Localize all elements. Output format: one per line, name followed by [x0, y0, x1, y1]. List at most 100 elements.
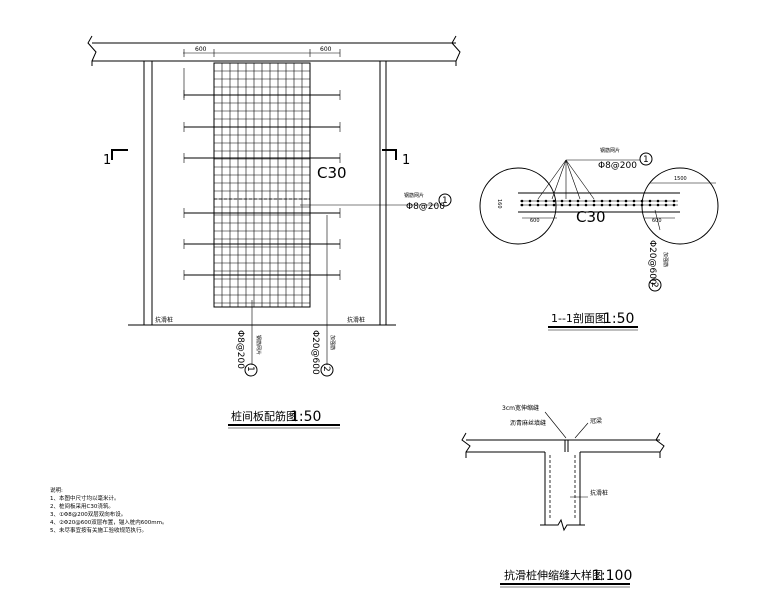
beam-label: 冠梁	[590, 417, 602, 425]
callout-circle	[438, 193, 452, 207]
plan-scale: 1:50	[290, 409, 321, 425]
break-line-right	[451, 35, 461, 66]
rebar-dot	[552, 203, 556, 207]
section-marker-right	[382, 149, 397, 160]
plan-bottom-mesh-spec: Φ8@200	[235, 330, 245, 369]
rebar-dot	[520, 203, 524, 207]
plan-view: 600 600 C30 钢筋网片 Φ8@200 1 1 1 抗滑桩 抗滑桩	[87, 35, 461, 429]
joint-scale: 1:100	[592, 568, 632, 584]
left-pile-circle	[479, 167, 557, 245]
section-mesh-no: 1	[643, 155, 649, 165]
section-scale: 1:50	[603, 311, 634, 327]
rebar-dot	[632, 199, 636, 203]
rebar-dot	[520, 199, 524, 203]
note-item: 1、本图中尺寸均以毫米计。	[50, 496, 120, 502]
rebar-dot	[672, 199, 676, 203]
rebar-dot	[672, 203, 676, 207]
section-bar-label: 加强筋	[662, 252, 669, 267]
rebar-dot	[544, 203, 548, 207]
rebar-dot	[648, 203, 652, 207]
plan-mesh-no: 1	[442, 196, 448, 206]
rebar-dot	[648, 199, 652, 203]
rebar-dot	[592, 199, 596, 203]
section-bar-spec: Φ20@600	[647, 240, 657, 285]
rebar-dot	[600, 203, 604, 207]
joint-label: 3cm宽伸缩缝	[502, 404, 539, 412]
plan-mesh-label: 钢筋网片	[404, 192, 424, 199]
rebar-dot	[664, 199, 668, 203]
rebar-dot	[528, 203, 532, 207]
rebar-dot	[664, 203, 668, 207]
section-mark-right: 1	[402, 153, 410, 168]
design-notes: 说明: 1、本图中尺寸均以毫米计。 2、桩间板采用C30浇筑。 3、①Φ8@20…	[50, 487, 250, 535]
note-item: 4、②Φ20@600双层布置，锚入桩内600mm。	[50, 520, 168, 526]
rebar-dot	[576, 199, 580, 203]
note-item: 3、①Φ8@200双层双向布设。	[50, 512, 127, 518]
rebar-dot	[544, 199, 548, 203]
filler-label: 沥青麻丝填缝	[510, 419, 546, 427]
section-dim-right: 600	[652, 218, 662, 224]
rebar-dot	[608, 199, 612, 203]
section-bar-no: 2	[649, 282, 659, 288]
plan-bottom-bar-label: 加强筋	[329, 335, 336, 350]
section-title: 1--1剖面图	[551, 311, 606, 325]
joint-pile-label: 抗滑桩	[590, 489, 608, 497]
note-item: 2、桩间板采用C30浇筑。	[50, 504, 114, 510]
rebar-mesh-grid	[213, 62, 311, 307]
rebar-dot	[560, 199, 564, 203]
section-dim-left: 600	[530, 218, 540, 224]
rebar-dot	[560, 203, 564, 207]
mesh-leader-fan	[537, 159, 595, 200]
plan-bottom-mesh-no: 1	[245, 366, 255, 372]
rebar-dot	[640, 203, 644, 207]
fan-leader	[537, 159, 567, 200]
section-dim-thick: 160	[496, 199, 502, 209]
rebar-dot	[624, 199, 628, 203]
rebar-dot	[656, 203, 660, 207]
joint-detail: 3cm宽伸缩缝 沥青麻丝填缝 冠梁 抗滑桩 抗滑桩伸缩缝大样图 1:100	[461, 404, 665, 588]
joint-title: 抗滑桩伸缩缝大样图	[504, 568, 603, 582]
rebar-dot	[568, 199, 572, 203]
plan-bottom-mesh-label: 钢筋网片	[255, 335, 262, 355]
rebar-dots	[520, 199, 676, 207]
rebar-dot	[584, 199, 588, 203]
pile-break-line	[540, 518, 585, 532]
plan-dim-right: 600	[320, 46, 332, 53]
rebar-dot	[536, 199, 540, 203]
rebar-dot	[584, 203, 588, 207]
section-mark-left: 1	[103, 153, 111, 168]
rebar-dot	[616, 199, 620, 203]
plan-pile-left: 抗滑桩	[155, 316, 173, 324]
notes-heading: 说明:	[50, 488, 63, 494]
rebar-dot	[600, 199, 604, 203]
section-dim-pile: 1500	[674, 176, 687, 182]
rebar-dot	[592, 203, 596, 207]
fan-leader	[565, 159, 581, 200]
plan-bottom-bar-spec: Φ20@600	[310, 330, 320, 375]
rebar-dot	[536, 203, 540, 207]
section-mesh-label: 钢筋网片	[600, 147, 620, 154]
plan-concrete-grade: C30	[317, 164, 347, 182]
break-line-left	[87, 35, 97, 66]
reinforcing-bars	[183, 68, 341, 280]
rebar-dot	[624, 203, 628, 207]
section-mesh-spec: Φ8@200	[598, 161, 637, 171]
fan-leader	[565, 159, 595, 200]
rebar-dot	[552, 199, 556, 203]
section-marker-left	[111, 149, 128, 160]
plan-bottom-bar-no: 2	[321, 366, 331, 372]
plan-dim-left: 600	[195, 46, 207, 53]
plan-mesh-spec: Φ8@200	[406, 202, 445, 212]
fan-leader	[551, 159, 567, 200]
rebar-dot	[656, 199, 660, 203]
rebar-dot	[528, 199, 532, 203]
plan-title: 桩间板配筋图	[231, 409, 297, 423]
plan-pile-right: 抗滑桩	[347, 316, 365, 324]
section-concrete-grade: C30	[576, 208, 606, 226]
rebar-dot	[608, 203, 612, 207]
rebar-dot	[640, 199, 644, 203]
rebar-dot	[632, 203, 636, 207]
rebar-dot	[616, 203, 620, 207]
rebar-dot	[576, 203, 580, 207]
